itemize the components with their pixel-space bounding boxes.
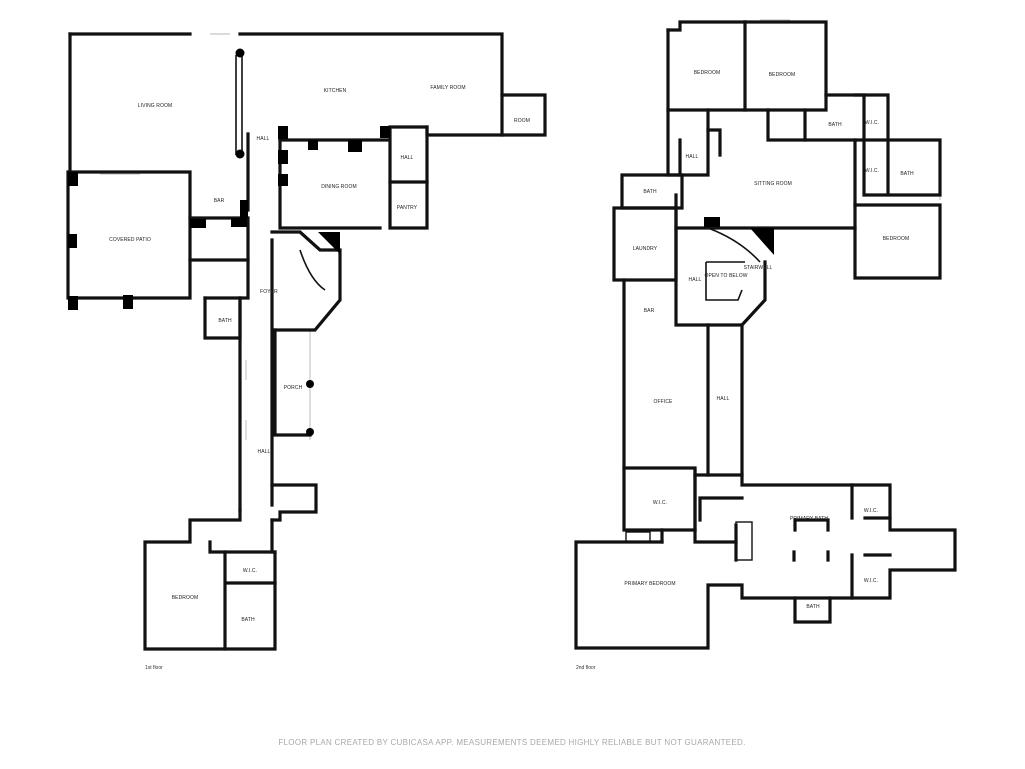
- floor-2-walls: [574, 20, 957, 650]
- room-label-laundry: LAUNDRY: [633, 246, 658, 252]
- room-label-hall: HALL: [689, 277, 702, 283]
- room-label-bedroom: BEDROOM: [883, 236, 910, 242]
- room-label-hall: HALL: [258, 449, 271, 455]
- floor-2-title: 2nd floor: [576, 665, 596, 671]
- room-label-bar: BAR: [214, 198, 225, 204]
- room-label-porch: PORCH: [284, 385, 303, 391]
- room-label-living-room: LIVING ROOM: [138, 103, 172, 109]
- room-label-open-to-below: OPEN TO BELOW: [704, 273, 747, 279]
- room-label-sitting-room: SITTING ROOM: [754, 181, 792, 187]
- room-label-bedroom: BEDROOM: [172, 595, 199, 601]
- room-label-stairwell: STAIRWELL: [744, 265, 773, 271]
- room-label-wic: W.I.C.: [865, 168, 879, 174]
- room-label-hall: HALL: [401, 155, 414, 161]
- floor-2-plan: BEDROOM BEDROOM BATH W.I.C. W.I.C. BATH …: [574, 19, 957, 671]
- room-label-primary-bedroom: PRIMARY BEDROOM: [624, 581, 675, 587]
- floor-1-labels: LIVING ROOM KITCHEN FAMILY ROOM ROOM HAL…: [109, 85, 530, 623]
- room-label-wic: W.I.C.: [864, 508, 878, 514]
- footer-disclaimer: FLOOR PLAN CREATED BY CUBICASA APP. MEAS…: [278, 738, 745, 747]
- room-label-primary-bath: PRIMARY BATH: [790, 516, 828, 522]
- room-label-office: OFFICE: [654, 399, 673, 405]
- room-label-family-room: FAMILY ROOM: [430, 85, 465, 91]
- room-label-bath: BATH: [241, 617, 255, 623]
- room-label-wic: W.I.C.: [243, 568, 257, 574]
- room-label-room: ROOM: [514, 118, 530, 124]
- room-label-foyer: FOYER: [260, 289, 278, 295]
- room-label-hall: HALL: [717, 396, 730, 402]
- floor-2-labels: BEDROOM BEDROOM BATH W.I.C. W.I.C. BATH …: [624, 70, 914, 610]
- floor-1-columns: [68, 48, 390, 436]
- room-label-hall: HALL: [686, 154, 699, 160]
- room-label-hall: HALL: [257, 136, 270, 142]
- room-label-bar: BAR: [644, 308, 655, 314]
- floor-1-title: 1st floor: [145, 665, 163, 671]
- room-label-kitchen: KITCHEN: [324, 88, 347, 94]
- room-label-bath: BATH: [218, 318, 232, 324]
- room-label-bath: BATH: [643, 189, 657, 195]
- room-label-bedroom: BEDROOM: [694, 70, 721, 76]
- room-label-wic: W.I.C.: [653, 500, 667, 506]
- room-label-bedroom: BEDROOM: [769, 72, 796, 78]
- room-label-bath: BATH: [806, 604, 820, 610]
- room-label-bath: BATH: [828, 122, 842, 128]
- floor-1-plan: LIVING ROOM KITCHEN FAMILY ROOM ROOM HAL…: [66, 32, 547, 671]
- room-label-wic: W.I.C.: [865, 120, 879, 126]
- room-label-bath: BATH: [900, 171, 914, 177]
- floor-1-walls: [66, 32, 547, 651]
- room-label-pantry: PANTRY: [397, 205, 418, 211]
- floor-2-columns: [625, 217, 774, 561]
- room-label-covered-patio: COVERED PATIO: [109, 237, 151, 243]
- room-label-dining-room: DINING ROOM: [321, 184, 357, 190]
- room-label-wic: W.I.C.: [864, 578, 878, 584]
